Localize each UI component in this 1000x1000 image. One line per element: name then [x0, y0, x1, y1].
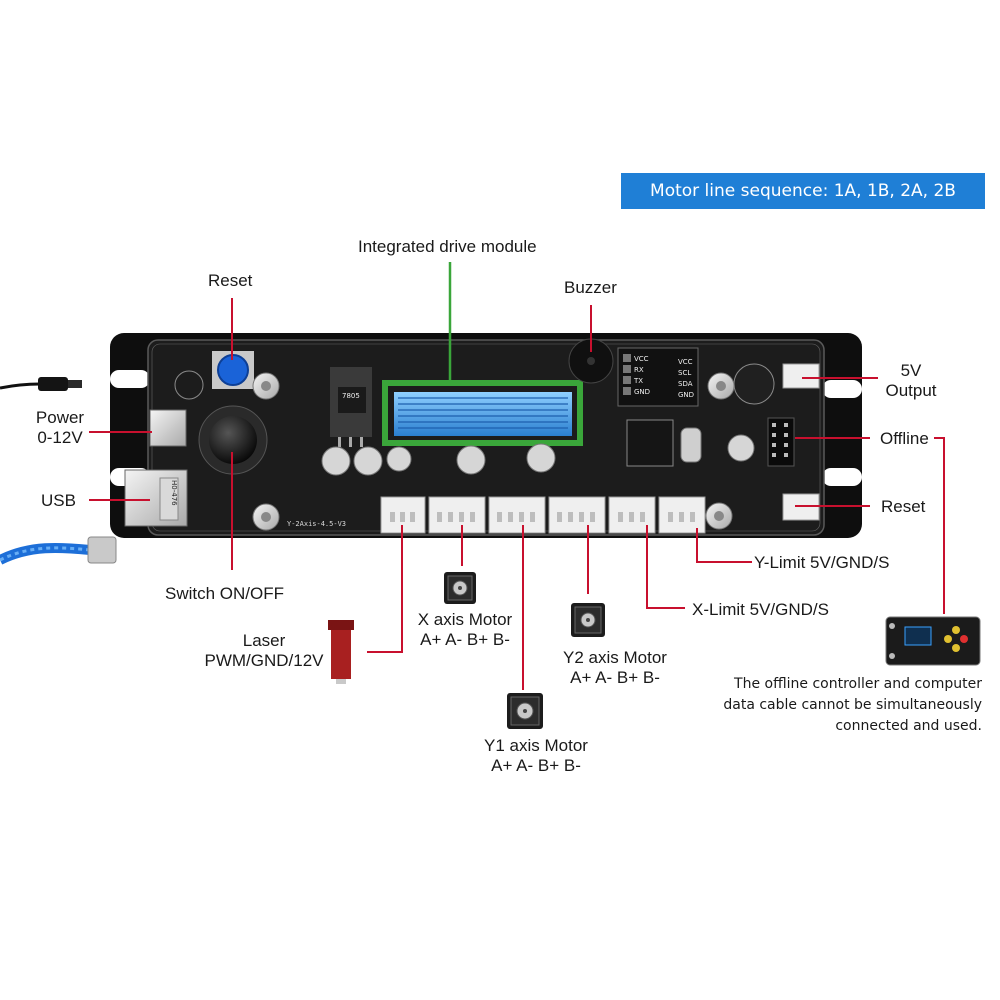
header-pin-sda: SDA — [678, 380, 693, 388]
offline-warning-note: The offline controller and computer data… — [700, 674, 982, 737]
board-silkscreen: Y-2Axis-4.5-V3 — [287, 520, 346, 528]
label-5v-output-line2: Output — [885, 381, 937, 400]
note-line-2: data cable cannot be simultaneously — [723, 697, 982, 713]
label-x-motor-line1: X axis Motor — [417, 610, 513, 629]
header-pin-vcc: VCC — [634, 355, 649, 363]
label-power: Power 0-12V — [24, 408, 96, 448]
label-offline: Offline — [880, 429, 929, 448]
label-y-limit: Y-Limit 5V/GND/S — [754, 553, 890, 572]
label-laser-line2: PWM/GND/12V — [204, 651, 324, 670]
label-laser: Laser PWM/GND/12V — [196, 631, 332, 671]
stepper-motor-icon — [507, 693, 543, 729]
label-y1-motor: Y1 axis Motor A+ A- B+ B- — [472, 736, 600, 776]
label-x-motor: X axis Motor A+ A- B+ B- — [406, 610, 524, 650]
label-laser-line1: Laser — [242, 631, 286, 650]
controller-board: H0-476 7805 — [110, 333, 862, 538]
label-5v-output-line1: 5V — [900, 361, 922, 380]
note-line-3: connected and used. — [835, 718, 982, 734]
label-y2-motor: Y2 axis Motor A+ A- B+ B- — [553, 648, 677, 688]
header-pin-vcc-right: VCC — [678, 358, 693, 366]
header-pin-gnd: GND — [634, 388, 650, 396]
label-buzzer: Buzzer — [564, 278, 617, 297]
header-pin-rx: RX — [634, 366, 644, 374]
power-plug-icon — [0, 377, 82, 391]
header-pin-gnd-right: GND — [678, 391, 694, 399]
label-y1-motor-line2: A+ A- B+ B- — [491, 756, 581, 775]
label-reset-right: Reset — [881, 497, 926, 516]
header-pin-tx: TX — [633, 377, 643, 385]
stepper-motor-icon — [444, 572, 476, 604]
label-x-motor-line2: A+ A- B+ B- — [420, 630, 510, 649]
offline-controller-icon — [885, 616, 981, 666]
header-pin-scl: SCL — [678, 369, 691, 377]
label-switch: Switch ON/OFF — [165, 584, 285, 603]
label-integrated-drive-module: Integrated drive module — [358, 237, 537, 256]
heatsink — [394, 392, 572, 436]
laser-module-icon — [328, 620, 354, 684]
label-reset-top: Reset — [208, 271, 253, 290]
label-y1-motor-line1: Y1 axis Motor — [484, 736, 588, 755]
label-y2-motor-line2: A+ A- B+ B- — [570, 668, 660, 687]
motor-sequence-banner: Motor line sequence: 1A, 1B, 2A, 2B — [621, 173, 985, 209]
note-line-1: The offline controller and computer — [734, 676, 982, 692]
label-usb: USB — [41, 491, 76, 510]
label-5v-output: 5V Output — [878, 361, 944, 401]
usb-cable-icon — [0, 536, 117, 565]
regulator-label: 7805 — [342, 392, 360, 400]
label-power-line2: 0-12V — [37, 428, 83, 447]
label-power-line1: Power — [35, 408, 85, 427]
usb-port-label: H0-476 — [170, 480, 178, 506]
label-y2-motor-line1: Y2 axis Motor — [563, 648, 667, 667]
stepper-motor-icon — [571, 603, 605, 637]
drive-module-highlight — [382, 380, 583, 446]
leader-lines — [89, 298, 945, 690]
label-x-limit: X-Limit 5V/GND/S — [692, 600, 829, 619]
